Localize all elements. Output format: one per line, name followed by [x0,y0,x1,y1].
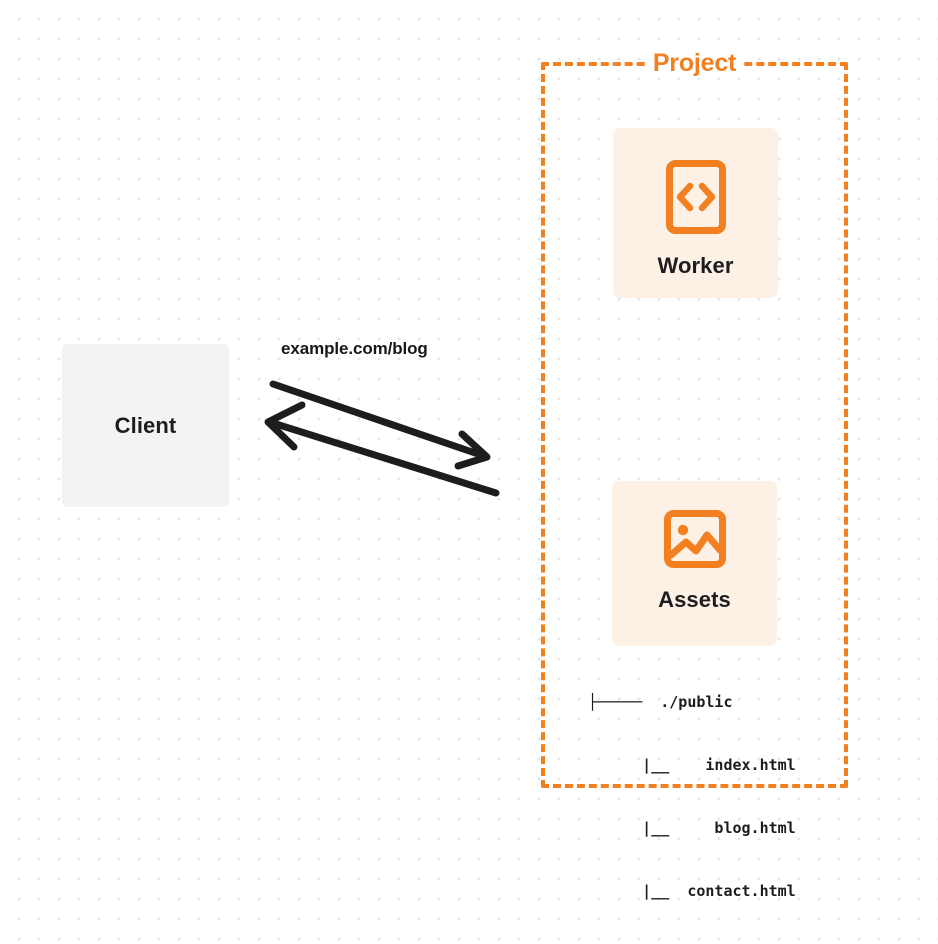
assets-card-label: Assets [658,587,731,612]
worker-card[interactable]: Worker [613,128,778,298]
file-tree-row: |__ blog.html [588,819,796,837]
project-title: Project [646,51,743,76]
file-tree-row: |__ contact.html [588,882,796,900]
request-url-label: example.com/blog [281,339,428,358]
asset-file-tree: ├───── ./public |__ index.html |__ blog.… [588,650,796,944]
client-node-label: Client [114,412,177,438]
response-arrow [264,401,500,497]
client-node[interactable]: Client [62,344,229,507]
file-tree-row: ├───── ./public [588,693,733,711]
worker-card-label: Worker [657,253,734,278]
image-icon [663,510,726,568]
code-brackets-icon [665,160,726,234]
project-container: Project [541,51,848,788]
request-arrow [269,380,491,470]
assets-card[interactable]: Assets [612,481,777,646]
diagram-canvas: Client example.com/blog Project Worker [62,51,848,900]
file-tree-row: |__ index.html [588,756,796,774]
